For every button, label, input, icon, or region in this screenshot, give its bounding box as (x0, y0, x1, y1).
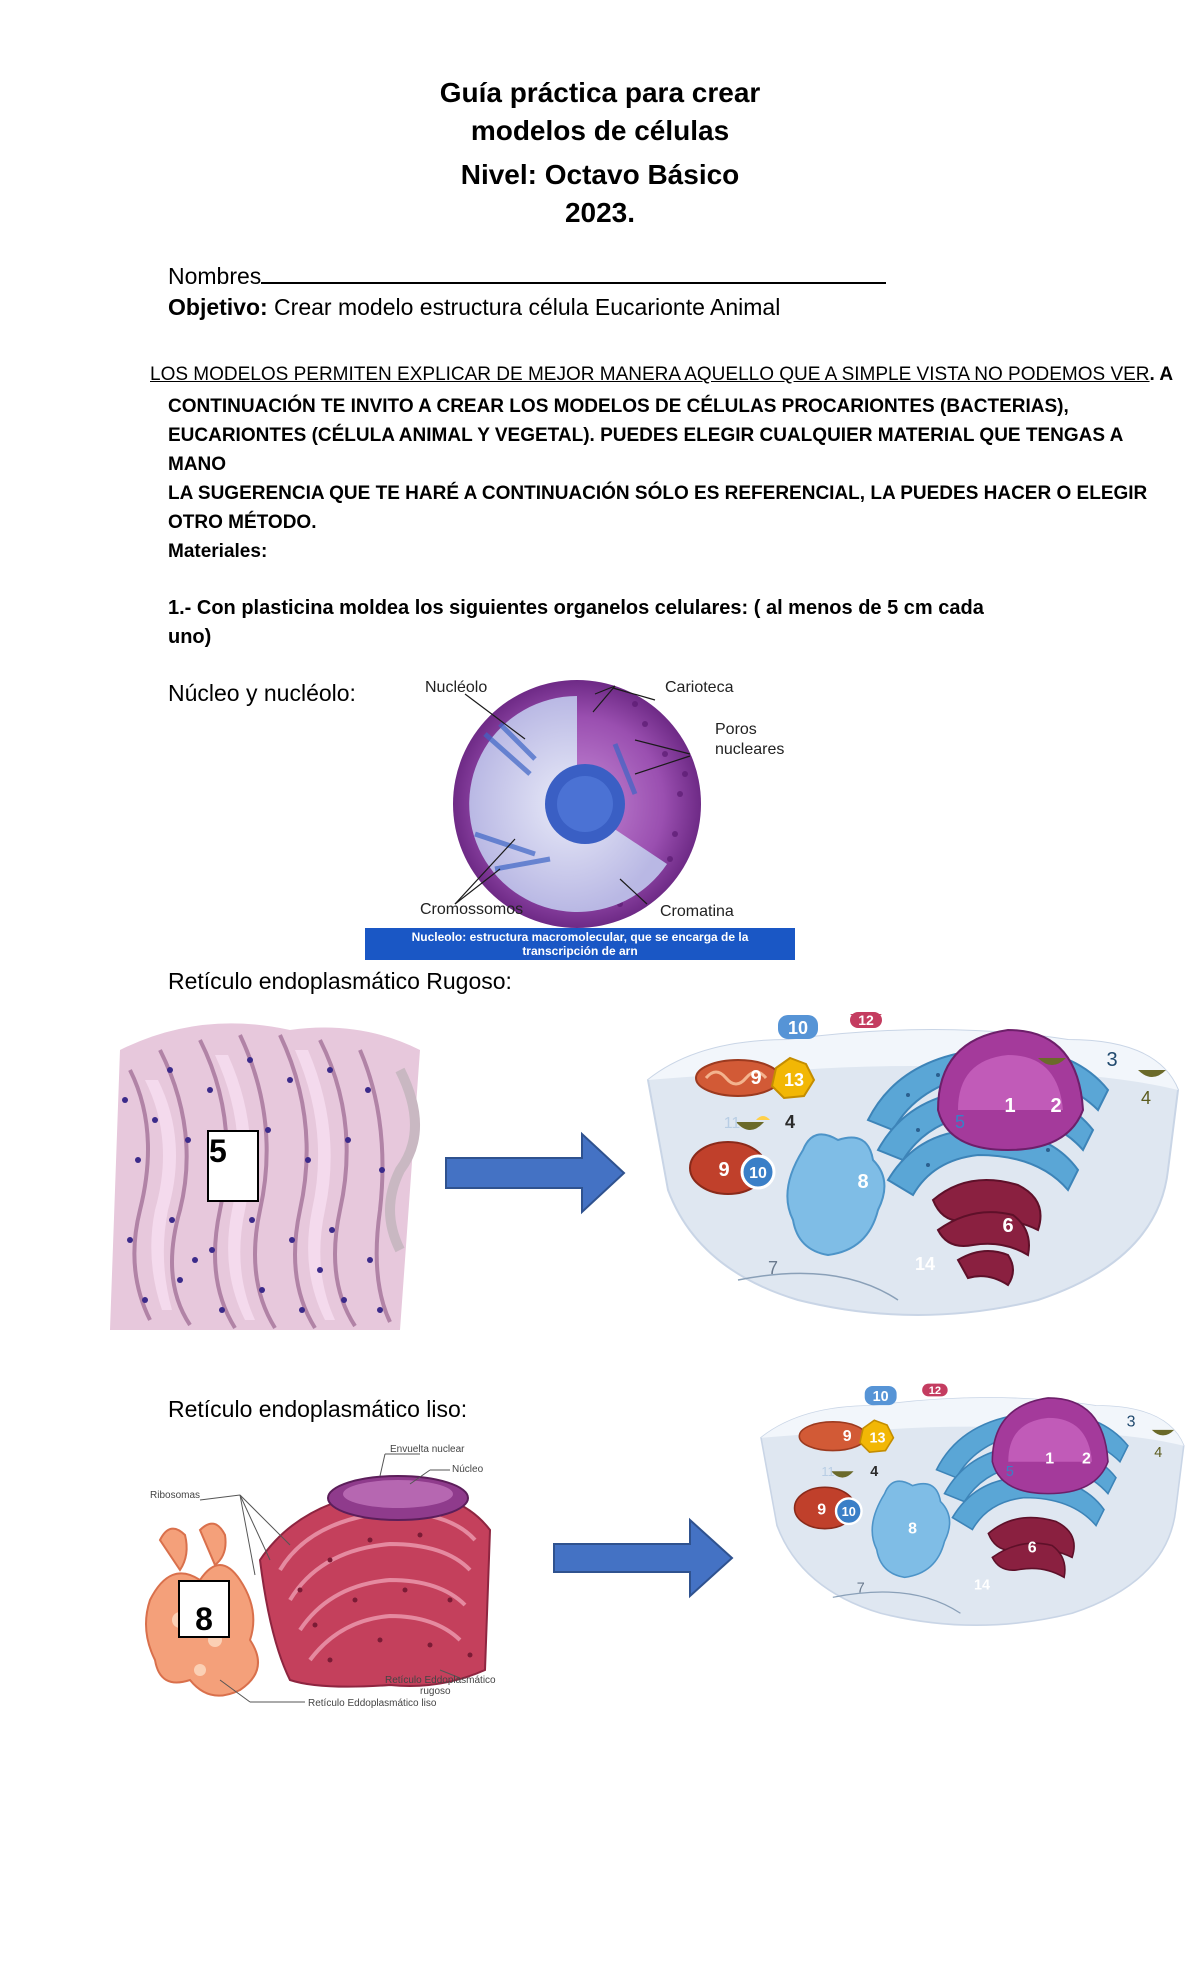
label-cromatina: Cromatina (660, 903, 734, 920)
instruction: 1.- Con plasticina moldea los siguientes… (168, 594, 984, 652)
cell-number: 1 (1045, 1450, 1054, 1467)
level-line: Nivel: Octavo Básico (460, 159, 740, 190)
number-box-5: 5 (207, 1130, 259, 1202)
objective-label: Objetivo: (168, 294, 268, 320)
caption-line-2: transcripción de arn (522, 944, 637, 958)
cell-number: 10 (873, 1389, 889, 1405)
title-line-1: Guía práctica para crear (439, 77, 761, 108)
cell-number: 12 (929, 1385, 941, 1397)
label-nucleo: Núcleo (452, 1464, 484, 1475)
animal-cell-diagram-2: 1 2 3 4 4 5 6 7 8 9 9 10 10 11 12 13 14 (760, 1383, 1185, 1627)
number-box-8: 8 (178, 1580, 230, 1638)
cell-number: 2 (1082, 1450, 1091, 1467)
nucleus-diagram: Nucléolo Carioteca Poros nucleares Cromo… (365, 664, 795, 960)
intro-underlined: LOS MODELOS PERMITEN EXPLICAR DE MEJOR M… (150, 364, 1150, 385)
box-number: 5 (209, 1133, 227, 1169)
label-rugoso: Retículo Eddoplasmático (385, 1675, 496, 1686)
label-poros-2: nucleares (715, 741, 784, 758)
cell-number: 9 (843, 1428, 852, 1445)
intro-line: OTRO MÉTODO. (168, 512, 317, 533)
cell-number: 13 (784, 1070, 804, 1090)
intro-first-line: LOS MODELOS PERMITEN EXPLICAR DE MEJOR M… (150, 364, 1173, 386)
cell-number: 8 (857, 1171, 868, 1193)
arrow-right-icon (445, 1131, 626, 1215)
cell-number: 1 (1004, 1095, 1015, 1117)
label-envuelta: Envuelta nuclear (390, 1444, 465, 1455)
intro-tail: . A (1149, 364, 1174, 385)
cell-number: 11 (821, 1464, 834, 1479)
cell-number: 10 (788, 1018, 808, 1038)
label-ribosomas: Ribosomas (150, 1490, 200, 1501)
cell-number: 10 (749, 1165, 767, 1182)
objective: Objetivo: Crear modelo estructura célula… (168, 294, 780, 321)
cell-number: 9 (718, 1159, 729, 1181)
cell-number: 3 (1106, 1049, 1117, 1071)
cell-number: 12 (858, 1012, 874, 1028)
cell-number: 13 (870, 1431, 886, 1447)
label-liso: Retículo Eddoplasmático liso (308, 1698, 437, 1709)
title-line-2: modelos de células (470, 115, 730, 146)
nucleus-label: Núcleo y nucléolo: (168, 680, 356, 706)
intro-line: MANO (168, 454, 227, 475)
cell-number: 6 (1002, 1215, 1013, 1237)
cell-number: 8 (908, 1521, 917, 1538)
intro-line: EUCARIONTES (CÉLULA ANIMAL Y VEGETAL). P… (168, 425, 1124, 446)
cell-number: 10 (842, 1504, 856, 1519)
instruction-line: 1.- Con plasticina moldea los siguientes… (168, 597, 984, 619)
cell-number: 5 (1006, 1464, 1014, 1480)
rer-label: Retículo endoplasmático Rugoso: (168, 968, 512, 994)
cell-number: 4 (1154, 1445, 1162, 1461)
cell-number: 2 (1050, 1095, 1061, 1117)
nombres-field: Nombres (168, 260, 887, 290)
objective-text: Crear modelo estructura célula Eucariont… (267, 294, 781, 320)
materials-label: Materiales: (168, 541, 268, 562)
label-poros: Poros (715, 721, 757, 738)
ser-label: Retículo endoplasmático liso: (168, 1396, 468, 1422)
cell-number: 14 (974, 1577, 990, 1593)
label-cromossomos: Cromossomos (420, 901, 523, 918)
box-number: 8 (195, 1601, 213, 1637)
smooth-er-picture: Envuelta nuclear Núcleo Ribosomas Retícu… (140, 1440, 500, 1710)
cell-number: 6 (1028, 1540, 1037, 1557)
cell-number: 5 (955, 1112, 965, 1132)
caption-line-1: Nucleolo: estructura macromolecular, que… (412, 930, 749, 944)
label-rugoso-2: rugoso (420, 1686, 451, 1697)
nombres-line[interactable] (261, 260, 887, 284)
rough-er-picture (100, 1010, 430, 1336)
cell-number: 14 (915, 1254, 935, 1274)
arrow-right-icon (553, 1517, 734, 1599)
nombres-label: Nombres (168, 263, 262, 289)
label-nucleolo: Nucléolo (425, 679, 487, 696)
intro-line: LA SUGERENCIA QUE TE HARÉ A CONTINUACIÓN… (168, 483, 1148, 504)
cell-number: 4 (1141, 1088, 1151, 1108)
cell-number: 11 (724, 1115, 741, 1132)
intro-line: CONTINUACIÓN TE INVITO A CREAR LOS MODEL… (168, 396, 1069, 417)
intro-paragraph: CONTINUACIÓN TE INVITO A CREAR LOS MODEL… (168, 392, 1147, 566)
label-carioteca: Carioteca (665, 679, 734, 696)
cell-number: 4 (785, 1112, 795, 1132)
cell-number: 4 (870, 1464, 878, 1480)
animal-cell-diagram: 1 2 3 4 4 5 6 7 8 9 9 10 10 11 12 13 14 (646, 1012, 1180, 1316)
cell-number: 9 (750, 1067, 761, 1089)
cell-number: 7 (768, 1258, 778, 1278)
year-line: 2023. (564, 197, 636, 228)
caption-bar (365, 928, 795, 960)
cell-number: 9 (817, 1501, 826, 1518)
cell-number: 3 (1127, 1414, 1136, 1431)
cell-number: 7 (857, 1581, 865, 1597)
instruction-line: uno) (168, 626, 212, 648)
